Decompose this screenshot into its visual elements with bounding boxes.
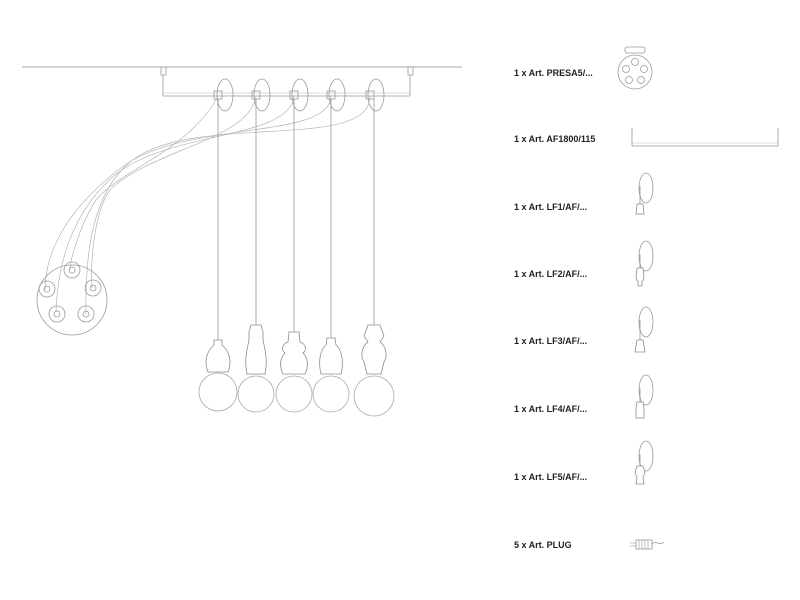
- part-label-lf5: 1 x Art. LF5/AF/...: [514, 472, 588, 482]
- plug-icon: [630, 539, 665, 550]
- ceiling-rose: [36, 261, 108, 336]
- pendant-lamp-1: [198, 339, 238, 412]
- part-label-lf1: 1 x Art. LF1/AF/...: [514, 202, 588, 212]
- part-label-lf2: 1 x Art. LF2/AF/...: [514, 269, 588, 279]
- pendant-lamp-2: [237, 324, 275, 413]
- lamp-holder-lf3-icon: [634, 306, 654, 353]
- lamp-holder-lf2-icon: [635, 240, 654, 287]
- ceiling-rose-icon: [617, 46, 653, 90]
- rail-bar-icon: [631, 128, 779, 147]
- part-label-presa5: 1 x Art. PRESA5/...: [514, 68, 593, 78]
- part-label-lf3: 1 x Art. LF3/AF/...: [514, 336, 588, 346]
- power-wires: [44, 95, 371, 315]
- part-label-af1800: 1 x Art. AF1800/115: [514, 134, 596, 144]
- pendant-lamp-4: [312, 337, 350, 413]
- part-label-lf4: 1 x Art. LF4/AF/...: [514, 404, 588, 414]
- cord-clips: [213, 78, 385, 112]
- pendant-lamp-5: [353, 324, 395, 417]
- lamp-holder-lf5-icon: [634, 440, 654, 485]
- lamp-holder-lf1-icon: [635, 172, 654, 215]
- rail-bar: [160, 66, 414, 97]
- lamp-holder-lf4-icon: [635, 374, 654, 419]
- hanging-cords: [217, 99, 375, 340]
- pendant-lamp-3: [275, 331, 313, 413]
- part-label-plug: 5 x Art. PLUG: [514, 540, 572, 550]
